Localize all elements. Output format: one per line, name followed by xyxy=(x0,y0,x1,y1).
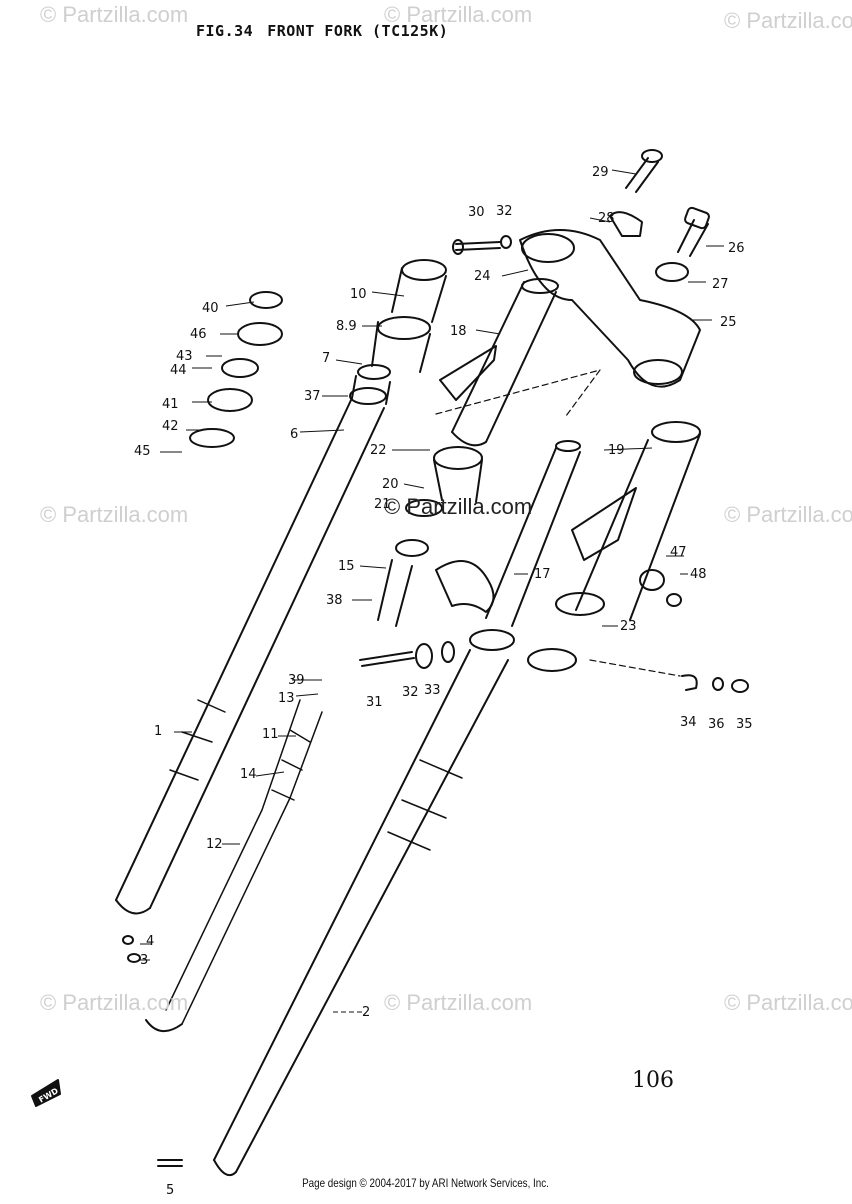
fwd-marker-label: FWD xyxy=(37,1086,60,1104)
part-label: 15 xyxy=(338,559,355,574)
watermark-bottom-left: © Partzilla.com xyxy=(40,990,189,1015)
watermark-mid-right: © Partzilla.com xyxy=(724,502,852,527)
part-label: 32 xyxy=(496,204,513,219)
part-label: 32 xyxy=(402,685,419,700)
part-label: 41 xyxy=(162,397,179,412)
watermark-top-center: © Partzilla.com xyxy=(384,2,533,27)
part-label: 46 xyxy=(190,327,207,342)
part-label: 27 xyxy=(712,277,729,292)
watermark-mid-left: © Partzilla.com xyxy=(40,502,189,527)
watermark-bottom-center: © Partzilla.com xyxy=(384,990,533,1015)
part-label: 30 xyxy=(468,205,485,220)
part-label: 25 xyxy=(720,315,737,330)
part-label: 36 xyxy=(708,717,725,732)
copyright-text: Page design © 2004-2017 by ARI Network S… xyxy=(302,1176,550,1190)
part-label: 31 xyxy=(366,695,383,710)
part-label: 6 xyxy=(290,427,298,442)
part-label: 26 xyxy=(728,241,745,256)
watermark-bottom-right: © Partzilla.com xyxy=(724,990,852,1015)
part-label: 37 xyxy=(304,389,321,404)
part-label: 43 xyxy=(176,349,193,364)
part-label: 11 xyxy=(262,727,279,742)
part-label: 19 xyxy=(608,443,625,458)
figure-number: FIG.34 xyxy=(196,22,254,40)
figure-name: FRONT FORK (TC125K) xyxy=(267,22,449,40)
part-label: 18 xyxy=(450,324,467,339)
part-label: 21 xyxy=(374,497,391,512)
part-label: 20 xyxy=(382,477,399,492)
part-label: 7 xyxy=(322,351,330,366)
part-label: 38 xyxy=(326,593,343,608)
page-footer: Page design © 2004-2017 by ARI Network S… xyxy=(0,1176,852,1190)
part-label: 24 xyxy=(474,269,491,284)
part-label: 13 xyxy=(278,691,295,706)
part-label: 42 xyxy=(162,419,179,434)
part-label: 45 xyxy=(134,444,151,459)
part-label: 14 xyxy=(240,767,257,782)
part-label: 28 xyxy=(598,211,615,226)
part-label: 35 xyxy=(736,717,753,732)
watermark-mid-center: © Partzilla.com xyxy=(384,494,533,519)
part-label: 12 xyxy=(206,837,223,852)
part-label: 1 xyxy=(154,724,162,739)
figure-title: FIG.34 FRONT FORK (TC125K) xyxy=(196,22,462,40)
part-label: 3 xyxy=(140,953,148,968)
part-label: 2 xyxy=(362,1005,370,1020)
watermark-top-left: © Partzilla.com xyxy=(40,2,189,27)
part-label: 39 xyxy=(288,673,305,688)
watermark-top-right: © Partzilla.com xyxy=(724,8,852,33)
part-label: 8.9 xyxy=(336,319,357,334)
part-label: 10 xyxy=(350,287,367,302)
part-label: 34 xyxy=(680,715,697,730)
part-label: 17 xyxy=(534,567,551,582)
part-label: 40 xyxy=(202,301,219,316)
part-label: 47 xyxy=(670,545,687,560)
part-label: 23 xyxy=(620,619,637,634)
page-number: 106 xyxy=(632,1068,674,1093)
part-label: 5 xyxy=(166,1183,174,1198)
part-label: 4 xyxy=(146,934,154,949)
part-label: 29 xyxy=(592,165,609,180)
part-label: 48 xyxy=(690,567,707,582)
part-label: 33 xyxy=(424,683,441,698)
part-label: 22 xyxy=(370,443,387,458)
part-label: 44 xyxy=(170,363,187,378)
